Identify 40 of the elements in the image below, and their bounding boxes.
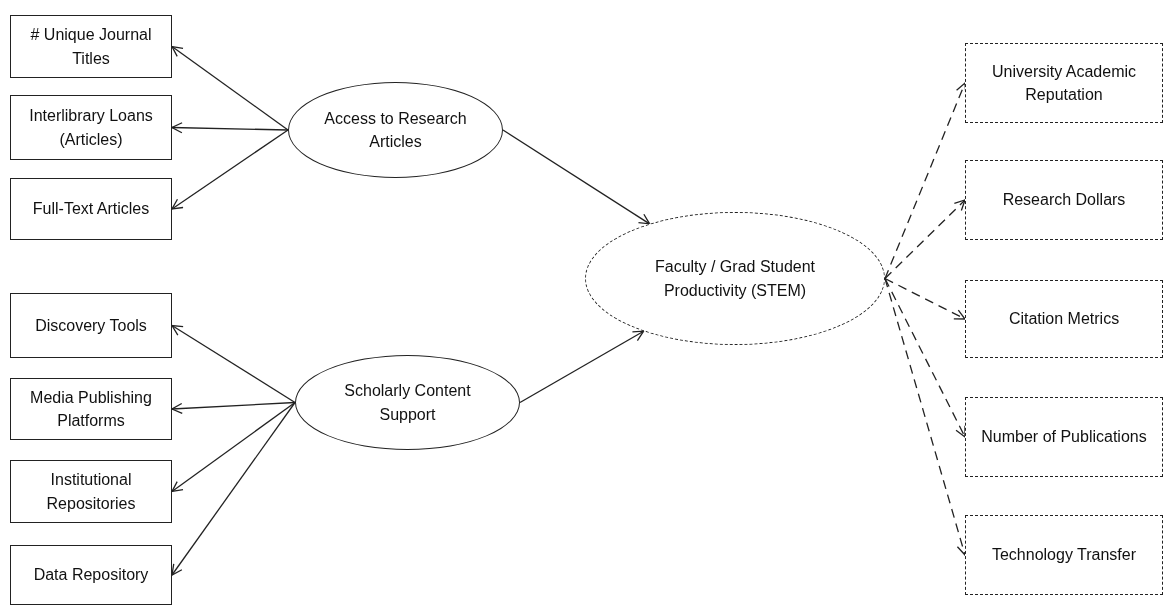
metric-box: [10, 378, 172, 440]
node-label: Technology Transfer: [991, 545, 1137, 566]
node-label: Access to Research Articles: [323, 108, 468, 152]
node-label: Scholarly Content Support: [343, 381, 472, 425]
metric-box: [10, 545, 172, 605]
node-label: Media Publishing Platforms: [29, 387, 153, 431]
node-label: University Academic Reputation: [990, 61, 1137, 105]
metric-box: [965, 515, 1163, 595]
node-label: Citation Metrics: [1008, 309, 1120, 330]
node-label: Data Repository: [33, 565, 149, 586]
arrow: [171, 324, 296, 404]
arrow: [171, 45, 289, 131]
arrow: [502, 129, 651, 225]
arrow: [519, 330, 645, 404]
node-label: # Unique Journal Titles: [29, 25, 153, 69]
node-label: Institutional Repositories: [45, 470, 137, 514]
arrow: [884, 82, 967, 280]
node-label: Discovery Tools: [35, 315, 147, 336]
arrow: [171, 129, 289, 210]
arrow: [884, 199, 966, 280]
arrow: [171, 401, 296, 493]
node-label: Research Dollars: [1002, 190, 1126, 211]
node-label: Faculty / Grad Student Productivity (STEM): [653, 257, 817, 301]
arrow: [171, 122, 289, 134]
arrow: [171, 401, 296, 576]
arrow: [884, 277, 966, 438]
metric-box: [965, 160, 1163, 240]
metric-box: [10, 178, 172, 240]
metric-box: [965, 43, 1163, 123]
arrow: [171, 401, 296, 415]
metric-box: [965, 397, 1163, 477]
metric-box: [10, 293, 172, 358]
metric-box: [10, 460, 172, 523]
node-label: Interlibrary Loans (Articles): [28, 106, 154, 150]
node-label: Number of Publications: [981, 427, 1147, 448]
node-label: Full-Text Articles: [32, 199, 150, 220]
metric-box: [965, 280, 1163, 358]
metric-box: [10, 95, 172, 160]
metric-box: [10, 15, 172, 78]
arrow: [884, 277, 966, 320]
